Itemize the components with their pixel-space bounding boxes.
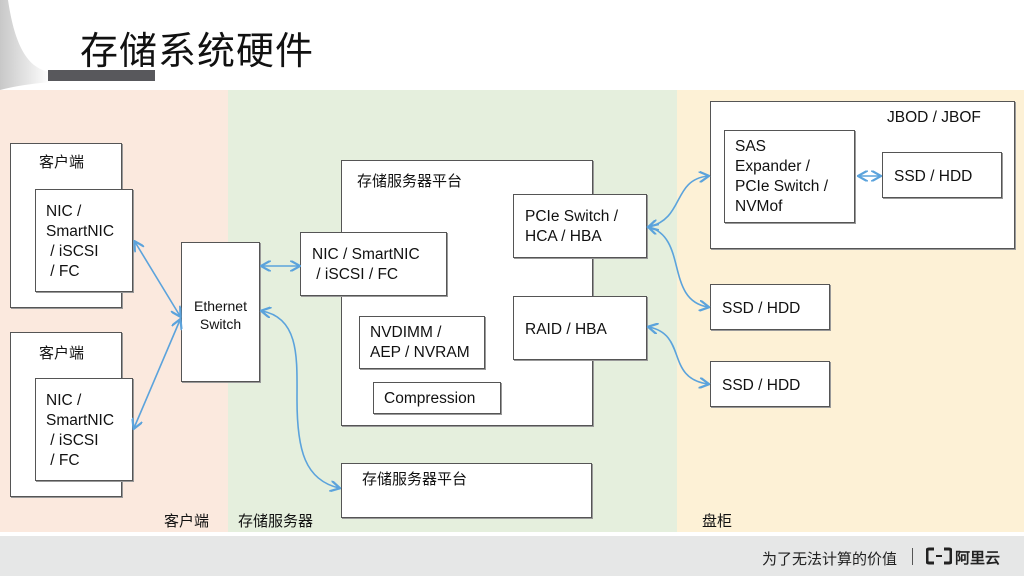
footer-divider xyxy=(912,548,913,565)
storage-server-platform-label: 存储服务器平台 xyxy=(362,470,468,488)
footer-brand: 阿里云 xyxy=(955,549,1001,567)
server-zone-label: 存储服务器 xyxy=(238,512,314,530)
jbod-label: JBOD / JBOF xyxy=(887,109,981,126)
ethernet-switch-label: Ethernet Switch xyxy=(194,298,247,332)
storage-server-platform-label: 存储服务器平台 xyxy=(357,172,463,190)
client-nic-label: NIC / SmartNIC / iSCSI / FC xyxy=(46,392,115,469)
client-nic-box: NIC / SmartNIC / iSCSI / FC xyxy=(35,378,133,481)
jbod-disk-label: SSD / HDD xyxy=(894,168,973,185)
client-label: 客户端 xyxy=(39,344,85,362)
title-accent-bar xyxy=(48,70,155,81)
compression-label: Compression xyxy=(384,390,476,407)
server-nic-label: NIC / SmartNIC / iSCSI / FC xyxy=(312,246,420,283)
compression-box: Compression xyxy=(373,382,501,414)
disk-zone-label: 盘柜 xyxy=(702,512,733,530)
slide-header: 存储系统硬件 xyxy=(0,0,1024,90)
server-nic-box: NIC / SmartNIC / iSCSI / FC xyxy=(300,232,447,296)
sas-expander-label: SAS Expander / PCIe Switch / NVMof xyxy=(735,138,829,215)
client-label: 客户端 xyxy=(39,153,85,171)
jbod-disk-box: SSD / HDD xyxy=(882,152,1002,198)
footer-slogan: 为了无法计算的价值 xyxy=(762,550,898,568)
raid-hba-label: RAID / HBA xyxy=(525,321,607,338)
disk-label: SSD / HDD xyxy=(722,377,801,394)
nvdimm-box: NVDIMM / AEP / NVRAM xyxy=(359,316,485,369)
sas-expander-box: SAS Expander / PCIe Switch / NVMof xyxy=(724,130,855,223)
disk-box: SSD / HDD xyxy=(710,361,830,407)
client-nic-box: NIC / SmartNIC / iSCSI / FC xyxy=(35,189,133,292)
decorative-swoosh-icon xyxy=(0,0,50,90)
disk-label: SSD / HDD xyxy=(722,300,801,317)
footer-bar: 为了无法计算的价值 阿里云 xyxy=(0,536,1024,576)
ethernet-switch-box: Ethernet Switch xyxy=(181,242,260,382)
pcie-switch-box: PCIe Switch / HCA / HBA xyxy=(513,194,647,258)
page-title: 存储系统硬件 xyxy=(80,29,315,73)
raid-hba-box: RAID / HBA xyxy=(513,296,647,360)
disk-box: SSD / HDD xyxy=(710,284,830,330)
aliyun-logo-icon xyxy=(926,547,952,565)
client-nic-label: NIC / SmartNIC / iSCSI / FC xyxy=(46,203,115,280)
client-zone-label: 客户端 xyxy=(164,512,210,530)
pcie-switch-label: PCIe Switch / HCA / HBA xyxy=(525,208,619,245)
nvdimm-label: NVDIMM / AEP / NVRAM xyxy=(370,324,470,361)
storage-server-platform-box-2: 存储服务器平台 xyxy=(341,463,592,518)
